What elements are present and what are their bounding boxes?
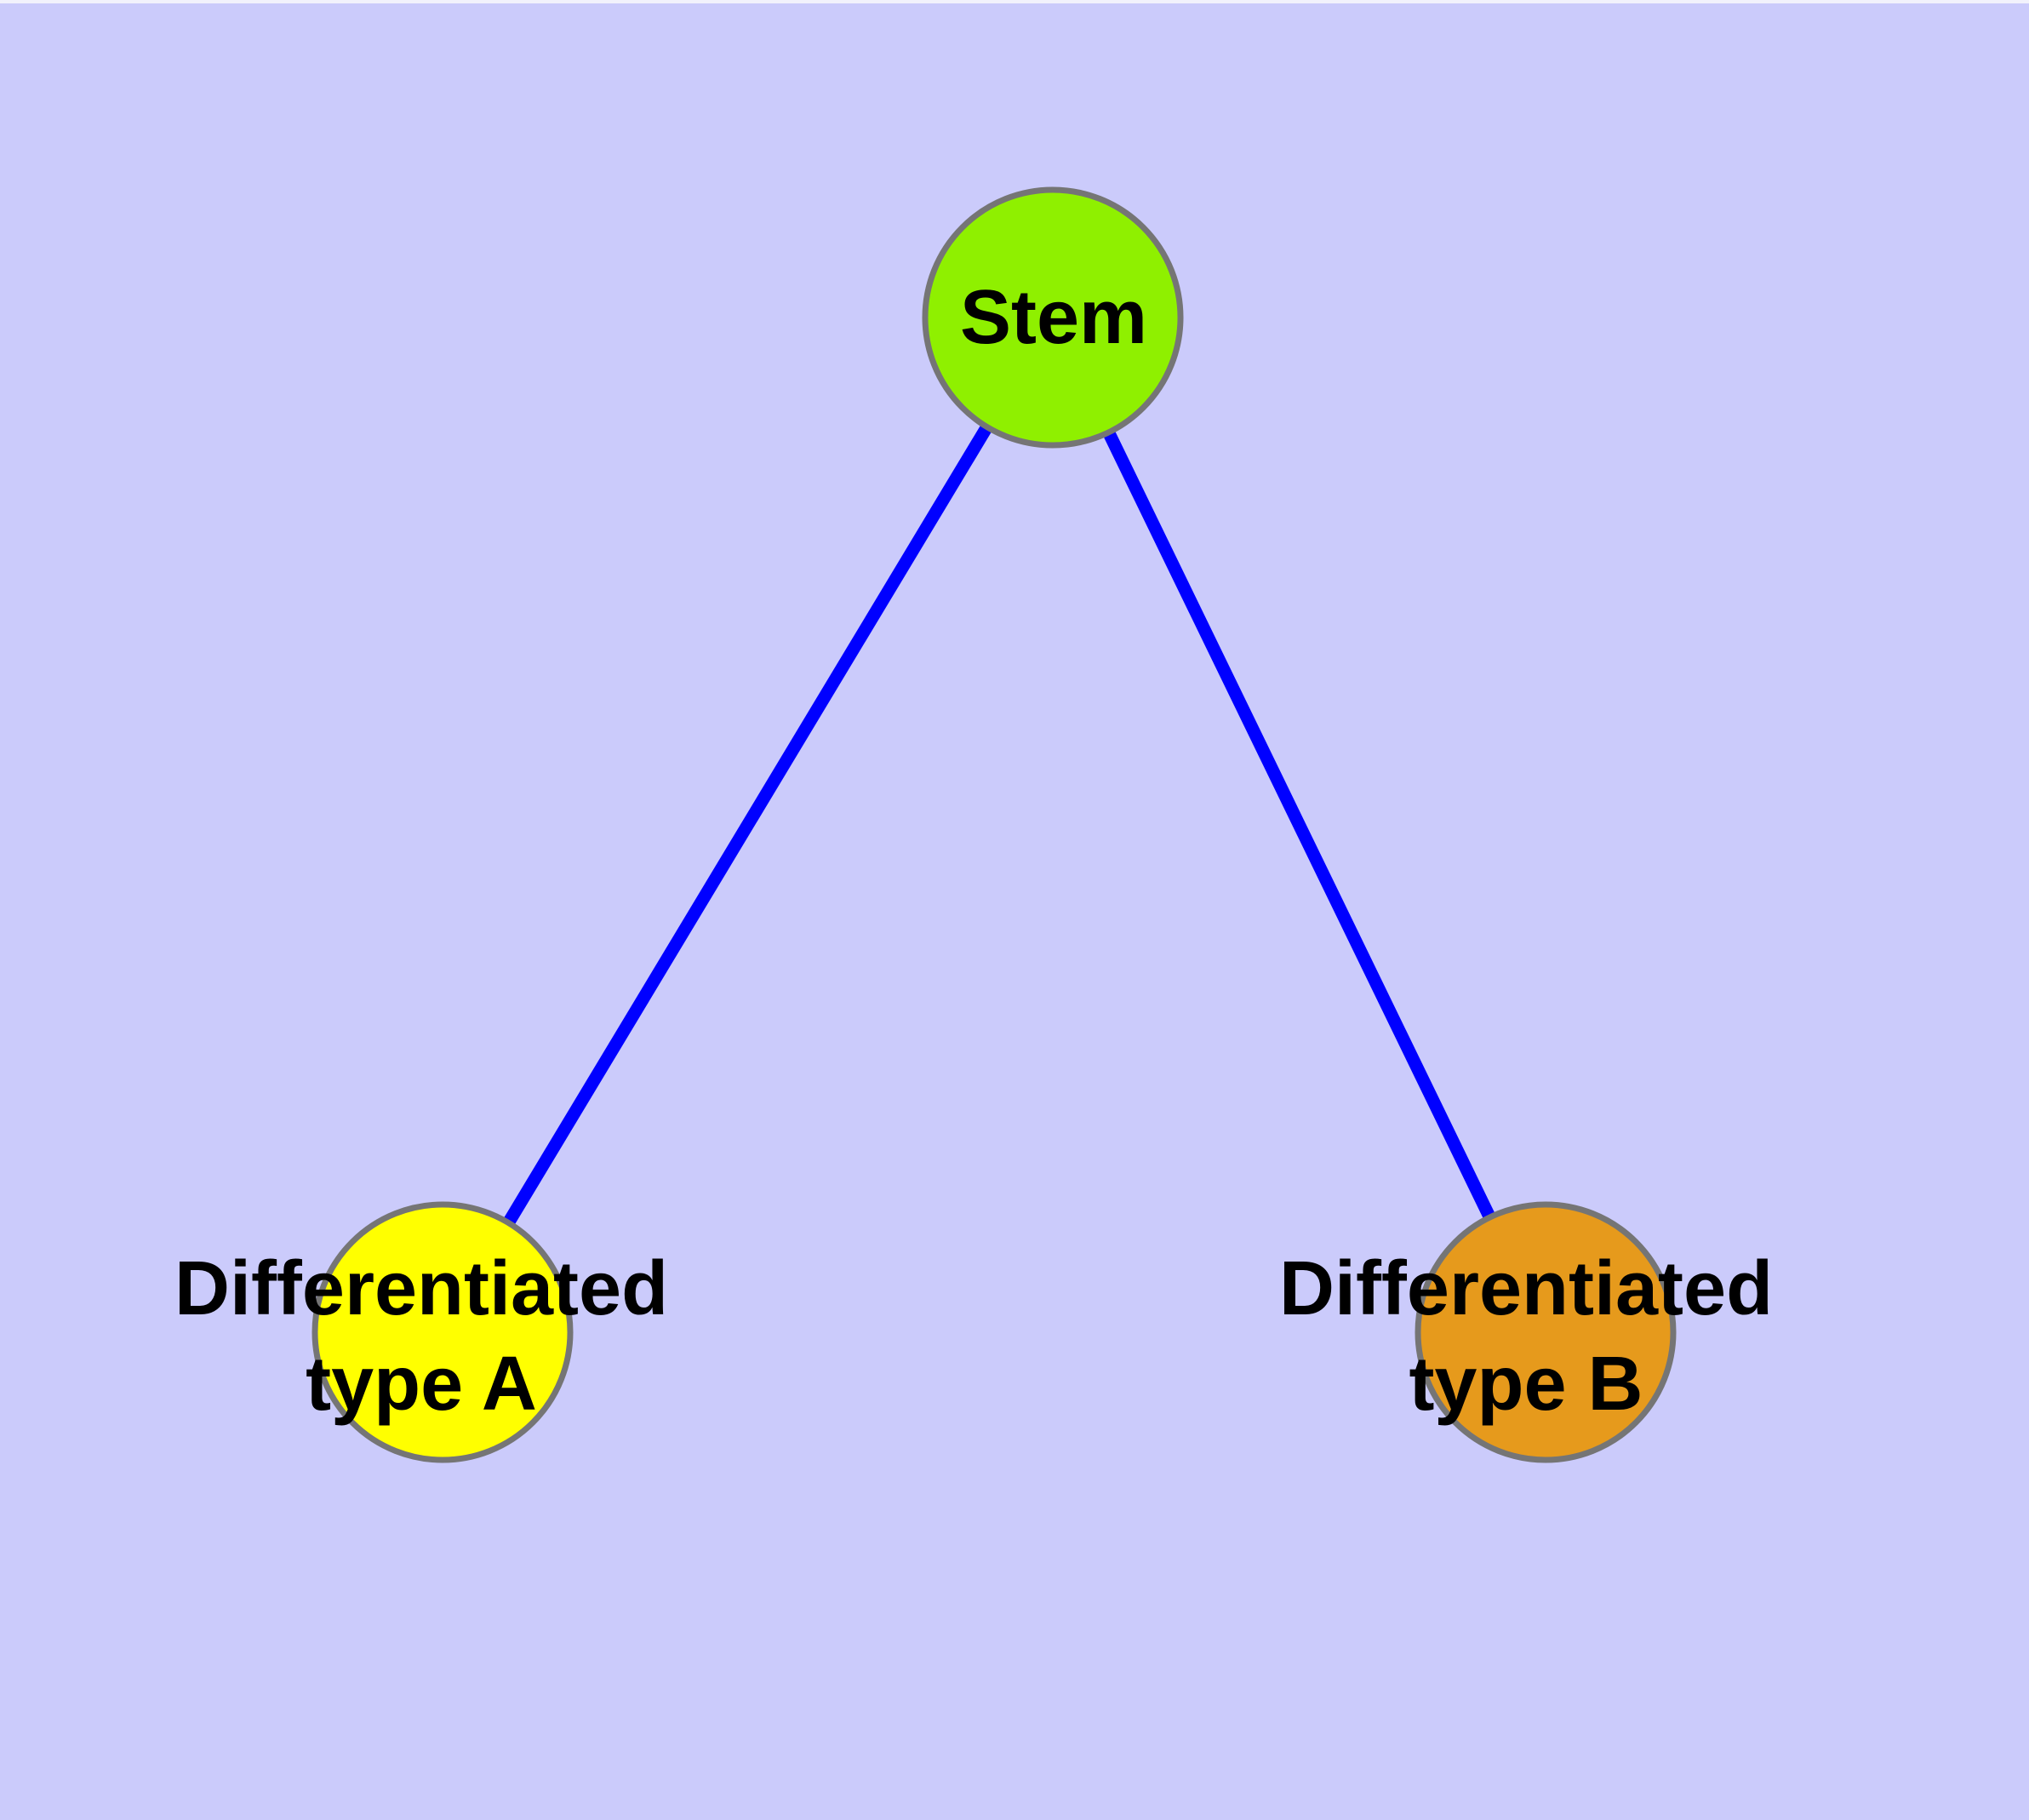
node-stem-label-line: Stem [959,275,1148,360]
node-type-a-label-line2: type A [306,1342,537,1427]
node-type-a-label-line1: Differentiated [174,1246,669,1331]
edge-stem-to-type-a [437,314,1059,1336]
node-stem-label: Stem [960,270,1147,365]
canvas-top-edge-highlight [0,0,2029,3]
node-type-a-label: Differentiated type A [174,1241,668,1432]
node-type-b-label: Differentiated type B [1279,1241,1773,1432]
node-type-b-label-line2: type B [1409,1342,1643,1427]
node-type-a-circle [311,1201,574,1463]
edge-stem-to-type-b [1047,314,1552,1336]
node-type-b-label-line1: Differentiated [1278,1246,1774,1331]
node-type-b-circle [1415,1201,1677,1463]
node-stem-circle [922,186,1184,449]
